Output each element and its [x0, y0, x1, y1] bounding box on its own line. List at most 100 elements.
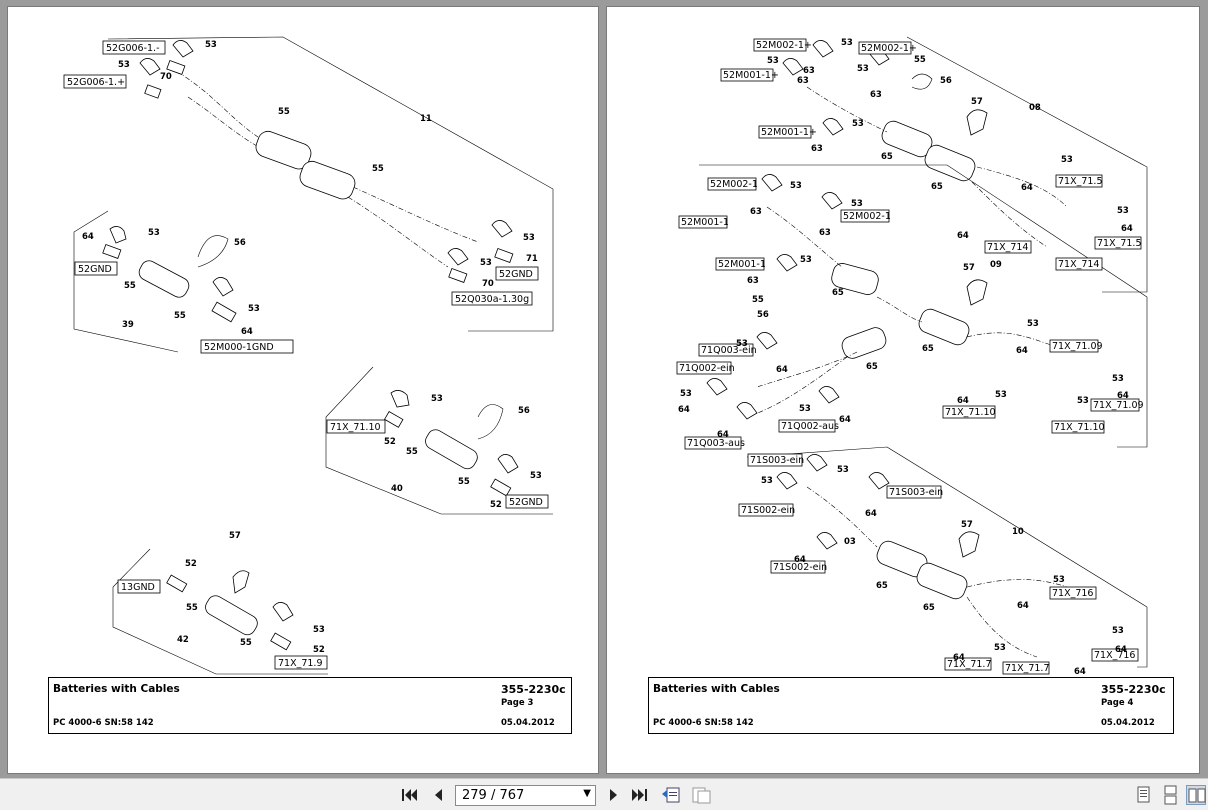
svg-text:71S003-ein: 71S003-ein — [889, 487, 943, 498]
svg-text:57: 57 — [961, 520, 973, 530]
svg-text:55: 55 — [124, 281, 136, 291]
callout-71X_71-10-a: 71X_71.10 — [942, 405, 996, 419]
svg-text:55: 55 — [240, 638, 252, 648]
svg-text:63: 63 — [811, 144, 823, 154]
svg-text:03: 03 — [844, 537, 856, 547]
svg-text:71Q003-aus: 71Q003-aus — [687, 438, 745, 449]
single-page-view-button[interactable] — [1133, 785, 1153, 805]
navigation-toolbar: 279 / 767 ▼ — [0, 778, 1208, 810]
callout-71Q002-aus: 71Q002-aus — [778, 419, 839, 433]
svg-text:71Q002-aus: 71Q002-aus — [781, 421, 839, 432]
svg-text:52G006-1.+: 52G006-1.+ — [67, 77, 125, 88]
svg-text:53: 53 — [857, 64, 869, 74]
callout-71S002-ein-a: 71S002-ein — [738, 503, 795, 517]
svg-text:52M000-1GND: 52M000-1GND — [204, 342, 274, 353]
svg-text:63: 63 — [870, 90, 882, 100]
svg-text:52M001-1+: 52M001-1+ — [723, 70, 779, 81]
callout-71X_71-09-b: 71X_71.09 — [1090, 398, 1144, 412]
svg-text:53: 53 — [680, 389, 692, 399]
chevron-down-icon[interactable]: ▼ — [583, 788, 591, 799]
svg-text:71X_71.5: 71X_71.5 — [1058, 176, 1103, 187]
svg-text:63: 63 — [797, 76, 809, 86]
previous-page-button[interactable] — [427, 785, 449, 805]
callout-52M001-1-b: 52M001-1 — [715, 257, 766, 271]
svg-text:52M002-1+: 52M002-1+ — [756, 40, 812, 51]
svg-text:52: 52 — [490, 500, 502, 510]
svg-text:64: 64 — [865, 509, 877, 519]
svg-text:53: 53 — [1112, 626, 1124, 636]
svg-text:64: 64 — [957, 231, 969, 241]
svg-text:71X_71.7: 71X_71.7 — [1005, 663, 1050, 674]
page-number-field[interactable]: 279 / 767 ▼ — [455, 785, 596, 806]
svg-text:71X_716: 71X_716 — [1094, 650, 1135, 661]
svg-text:57: 57 — [971, 97, 983, 107]
callout-71Q003-ein: 71Q003-ein — [698, 343, 757, 357]
callout-52G006-1-minus: 52G006-1.- — [102, 40, 166, 55]
svg-text:64: 64 — [1074, 667, 1086, 677]
svg-text:63: 63 — [803, 66, 815, 76]
svg-text:53: 53 — [480, 258, 492, 268]
svg-text:65: 65 — [923, 603, 935, 613]
last-page-button[interactable] — [629, 785, 651, 805]
drawing-title: Batteries with Cables — [53, 683, 180, 695]
svg-text:53: 53 — [1112, 374, 1124, 384]
drawing-date: 05.04.2012 — [1101, 718, 1155, 728]
drawing-page-4: 52M002-1+ 52M002-1+ 52M001-1+ 52M001-1+ … — [676, 36, 1148, 677]
svg-text:64: 64 — [1016, 346, 1028, 356]
callout-71X_716-a: 71X_716 — [1049, 586, 1097, 600]
svg-text:11: 11 — [420, 114, 432, 124]
svg-text:55: 55 — [372, 164, 384, 174]
callout-71X_71-10-b: 71X_71.10 — [1051, 420, 1105, 434]
svg-text:53: 53 — [1061, 155, 1073, 165]
callout-71X_71-7-a: 71X_71.7 — [944, 657, 992, 671]
previous-page-icon — [435, 789, 442, 801]
callout-71X_71-5-a: 71X_71.5 — [1055, 174, 1103, 188]
callout-52Q030a: 52Q030a-1.30g — [451, 291, 533, 306]
svg-text:64: 64 — [1115, 645, 1127, 655]
page-indicator: 279 / 767 — [462, 788, 525, 803]
svg-text:64: 64 — [794, 555, 806, 565]
callout-71X_716-b: 71X_716 — [1091, 648, 1139, 662]
first-page-button[interactable] — [398, 785, 420, 805]
title-block-page-3: Batteries with Cables PC 4000-6 SN:58 14… — [48, 677, 572, 734]
next-page-button[interactable] — [603, 785, 625, 805]
svg-text:52M001-1: 52M001-1 — [718, 259, 766, 270]
svg-text:52G006-1.-: 52G006-1.- — [106, 43, 160, 54]
svg-text:53: 53 — [205, 40, 217, 50]
svg-text:13GND: 13GND — [121, 582, 155, 593]
svg-text:71S003-ein: 71S003-ein — [750, 455, 804, 466]
svg-text:53: 53 — [736, 339, 748, 349]
svg-text:53: 53 — [800, 255, 812, 265]
continuous-view-button[interactable] — [1160, 785, 1180, 805]
two-page-view-button[interactable] — [1186, 785, 1206, 805]
svg-text:65: 65 — [931, 182, 943, 192]
callout-71S002-ein-b: 71S002-ein — [770, 560, 827, 574]
previous-view-button[interactable] — [660, 785, 682, 805]
svg-text:63: 63 — [747, 276, 759, 286]
svg-text:71X_71.10: 71X_71.10 — [330, 422, 381, 433]
two-page-icon — [1188, 788, 1206, 803]
svg-text:53: 53 — [118, 60, 130, 70]
svg-text:53: 53 — [523, 233, 535, 243]
document-number: 355-2230c — [1101, 683, 1166, 696]
svg-text:53: 53 — [431, 394, 443, 404]
callout-52GND-39: 52GND — [74, 261, 118, 276]
svg-text:52GND: 52GND — [499, 269, 533, 280]
drawing-title: Batteries with Cables — [653, 683, 780, 695]
svg-text:71X_714: 71X_714 — [987, 242, 1028, 253]
svg-text:53: 53 — [761, 476, 773, 486]
first-page-icon — [402, 789, 417, 801]
svg-text:71: 71 — [526, 254, 538, 264]
machine-serial: PC 4000-6 SN:58 142 — [653, 718, 754, 728]
sheet-page: Page 3 — [501, 698, 534, 708]
callout-71X_71-09-a: 71X_71.09 — [1049, 339, 1103, 353]
next-view-button[interactable] — [690, 785, 712, 805]
svg-text:64: 64 — [776, 365, 788, 375]
next-view-icon — [692, 787, 711, 804]
svg-text:70: 70 — [482, 279, 494, 289]
svg-text:53: 53 — [1053, 575, 1065, 585]
svg-text:55: 55 — [406, 447, 418, 457]
svg-text:52Q030a-1.30g: 52Q030a-1.30g — [455, 294, 529, 305]
machine-serial: PC 4000-6 SN:58 142 — [53, 718, 154, 728]
svg-text:52M002-1+: 52M002-1+ — [861, 43, 917, 54]
